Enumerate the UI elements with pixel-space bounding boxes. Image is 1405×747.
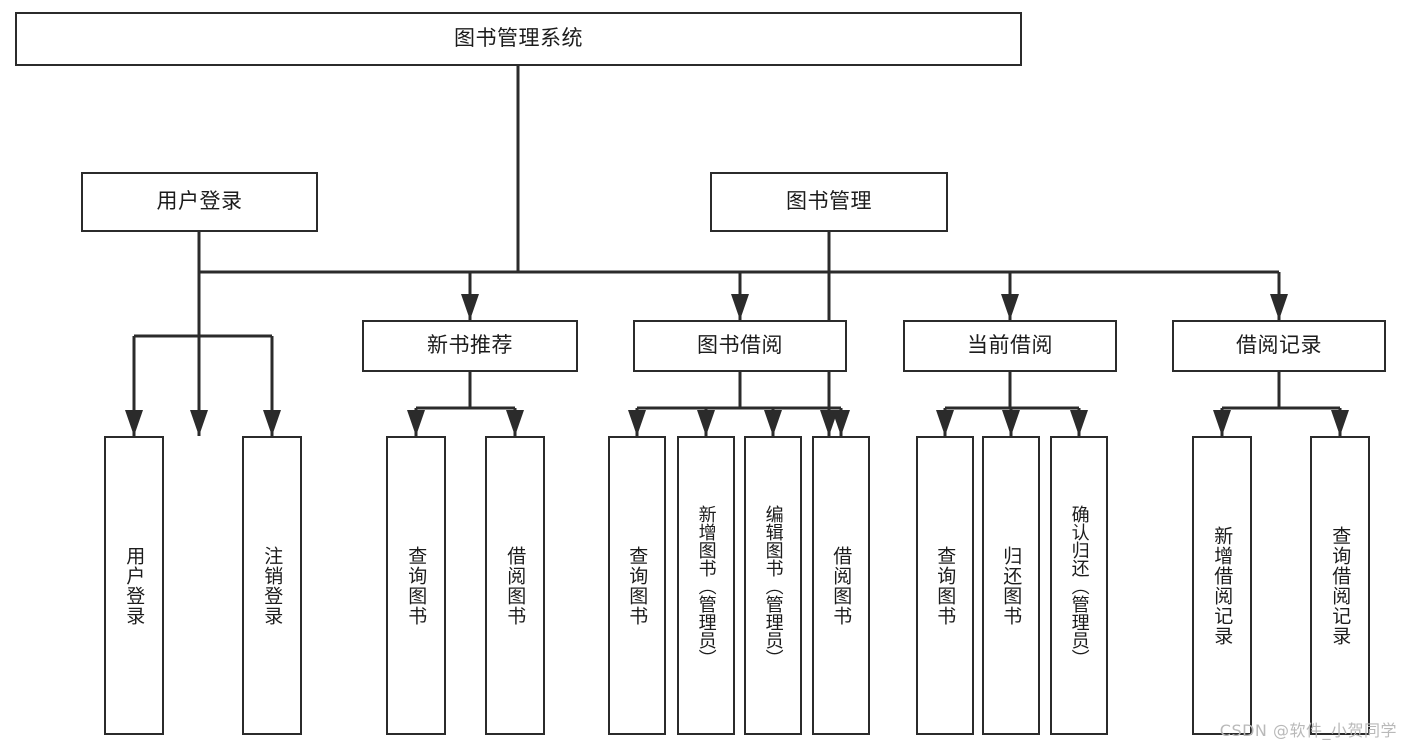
node-book-manage: 图书管理: [710, 172, 948, 232]
node-leaf-logout: 注销登录: [242, 436, 302, 735]
node-book-borrow: 图书借阅: [633, 320, 847, 372]
node-leaf-borrow-book: 借阅图书: [812, 436, 870, 735]
conn-borrow-record-arrow-0: [1213, 410, 1231, 436]
conn-borrow-record-arrow-1: [1331, 410, 1349, 436]
node-label-leaf-add-borrow-record: 新增借阅记录: [1211, 525, 1234, 646]
node-user-login: 用户登录: [81, 172, 318, 232]
watermark-text: CSDN @软件_小贺同学: [1219, 721, 1397, 740]
node-leaf-return-book: 归还图书: [982, 436, 1040, 735]
node-label-leaf-query-borrow-record: 查询借阅记录: [1329, 525, 1352, 646]
node-label-new-book-recommend: 新书推荐: [427, 333, 513, 358]
node-root: 图书管理系统: [15, 12, 1022, 66]
conn-book-manage-arrow-1: [731, 294, 749, 320]
node-label-book-manage: 图书管理: [786, 189, 872, 214]
conn-new-book-recommend-arrow-0: [407, 410, 425, 436]
conn-book-borrow-arrow-1: [697, 410, 715, 436]
conn-book-borrow-arrow-2: [764, 410, 782, 436]
node-current-borrow: 当前借阅: [903, 320, 1117, 372]
node-label-root: 图书管理系统: [454, 26, 583, 51]
node-label-leaf-edit-book-admin: 编辑图书（管理员）: [762, 504, 784, 667]
conn-book-borrow-arrow-3: [832, 410, 850, 436]
node-leaf-query-book-rec: 查询图书: [386, 436, 446, 735]
conn-current-borrow-arrow-1: [1002, 410, 1020, 436]
node-leaf-query-book-borrow: 查询图书: [608, 436, 666, 735]
conn-book-manage-arrow-0: [461, 294, 479, 320]
conn-root-arrow-0: [190, 410, 208, 436]
node-label-leaf-query-book-borrow: 查询图书: [626, 545, 649, 626]
node-label-book-borrow: 图书借阅: [697, 333, 783, 358]
conn-current-borrow-arrow-0: [936, 410, 954, 436]
node-label-current-borrow: 当前借阅: [967, 333, 1053, 358]
node-label-leaf-borrow-book-rec: 借阅图书: [504, 545, 527, 626]
node-leaf-borrow-book-rec: 借阅图书: [485, 436, 545, 735]
node-leaf-confirm-return-admin: 确认归还（管理员）: [1050, 436, 1108, 735]
node-leaf-edit-book-admin: 编辑图书（管理员）: [744, 436, 802, 735]
conn-user-login-arrow-0: [125, 410, 143, 436]
node-label-leaf-add-book-admin: 新增图书（管理员）: [695, 504, 717, 667]
node-leaf-add-book-admin: 新增图书（管理员）: [677, 436, 735, 735]
node-label-leaf-logout: 注销登录: [261, 545, 284, 626]
node-label-leaf-return-book: 归还图书: [1000, 545, 1023, 626]
conn-current-borrow-arrow-2: [1070, 410, 1088, 436]
node-label-leaf-borrow-book: 借阅图书: [830, 545, 853, 626]
node-leaf-query-borrow-record: 查询借阅记录: [1310, 436, 1370, 735]
node-borrow-record: 借阅记录: [1172, 320, 1386, 372]
node-label-leaf-confirm-return-admin: 确认归还（管理员）: [1068, 504, 1090, 667]
node-label-user-login: 用户登录: [156, 189, 243, 214]
node-leaf-query-book-current: 查询图书: [916, 436, 974, 735]
node-leaf-user-login: 用户登录: [104, 436, 164, 735]
conn-book-borrow-arrow-0: [628, 410, 646, 436]
node-leaf-add-borrow-record: 新增借阅记录: [1192, 436, 1252, 735]
node-label-borrow-record: 借阅记录: [1236, 333, 1322, 358]
node-label-leaf-user-login: 用户登录: [123, 545, 146, 626]
conn-new-book-recommend-arrow-1: [506, 410, 524, 436]
conn-root-arrow-1: [820, 410, 838, 436]
node-label-leaf-query-book-current: 查询图书: [934, 545, 957, 626]
node-label-leaf-query-book-rec: 查询图书: [405, 545, 428, 626]
conn-book-manage-arrow-2: [1001, 294, 1019, 320]
node-new-book-recommend: 新书推荐: [362, 320, 578, 372]
conn-book-manage-arrow-3: [1270, 294, 1288, 320]
conn-user-login-arrow-1: [263, 410, 281, 436]
